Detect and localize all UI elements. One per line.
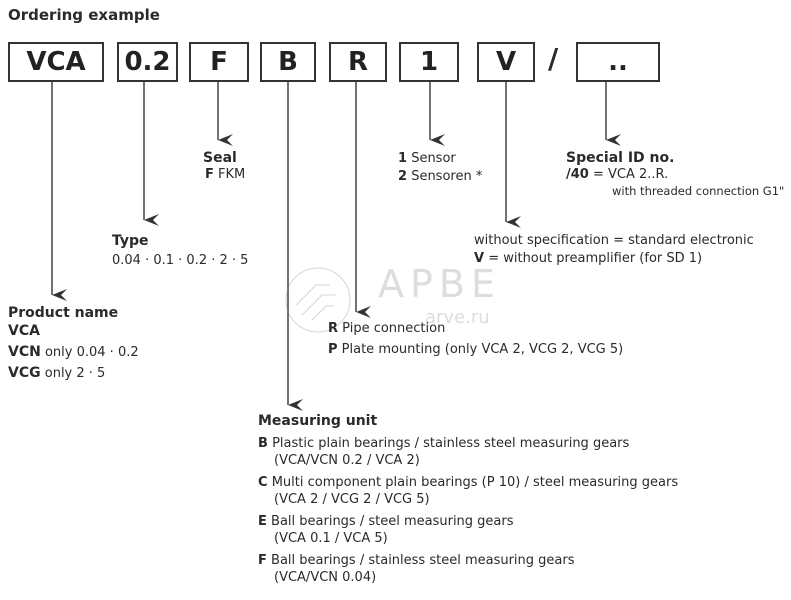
type-heading: Type	[112, 233, 149, 249]
measuring-label: Ball bearings / stainless steel measurin…	[271, 553, 575, 568]
page-title: Ordering example	[8, 6, 160, 24]
seal-section: Seal F FKM	[203, 150, 245, 184]
electronic-code: V	[474, 251, 485, 266]
seal-label: FKM	[218, 167, 246, 182]
product-section: Product name VCA VCN only 0.04 · 0.2 VCG…	[8, 305, 139, 384]
product-code: VCG	[8, 365, 41, 381]
seal-code: F	[205, 167, 214, 182]
connection-label: Pipe connection	[342, 321, 446, 336]
connection-code: R	[328, 321, 339, 336]
product-heading: Product name	[8, 305, 119, 321]
measuring-item: F Ball bearings / stainless steel measur…	[258, 552, 678, 586]
electronic-label: = without preamplifier (for SD 1)	[488, 251, 703, 266]
code-special: ..	[576, 42, 660, 82]
measuring-code: B	[258, 436, 268, 451]
code-product: VCA	[8, 42, 104, 82]
connection-code: P	[328, 342, 338, 357]
sensor-code: 1	[398, 151, 408, 166]
code-measuring: B	[260, 42, 316, 82]
code-connection: R	[329, 42, 387, 82]
special-code: /40	[566, 167, 589, 182]
measuring-label: Ball bearings / steel measuring gears	[271, 514, 514, 529]
special-note: with threaded connection G1"	[612, 184, 785, 198]
sensor-label: Sensor	[411, 151, 456, 166]
code-slash: /	[548, 42, 559, 75]
seal-heading: Seal	[203, 150, 237, 166]
sensor-section: 1 Sensor 2 Sensoren *	[398, 150, 482, 186]
connection-section: R Pipe connection P Plate mounting (only…	[328, 318, 623, 360]
type-section: Type 0.04 · 0.1 · 0.2 · 2 · 5	[112, 233, 248, 270]
measuring-sub: (VCA/VCN 0.2 / VCA 2)	[274, 453, 420, 468]
code-electronic: V	[477, 42, 535, 82]
electronic-section: without specification = standard electro…	[474, 232, 754, 268]
special-heading: Special ID no.	[566, 150, 675, 166]
code-type: 0.2	[117, 42, 178, 82]
measuring-section: Measuring unit B Plastic plain bearings …	[258, 413, 678, 586]
type-values: 0.04 · 0.1 · 0.2 · 2 · 5	[112, 253, 249, 268]
code-sensor: 1	[399, 42, 459, 82]
measuring-label: Multi component plain bearings (P 10) / …	[271, 475, 679, 490]
measuring-label: Plastic plain bearings / stainless steel…	[272, 436, 630, 451]
product-label: only 2 · 5	[44, 366, 106, 381]
watermark-logo	[285, 267, 351, 333]
special-section: Special ID no. /40 = VCA 2..R. with thre…	[566, 150, 784, 198]
measuring-item: B Plastic plain bearings / stainless ste…	[258, 435, 678, 469]
special-label: = VCA 2..R.	[592, 167, 669, 182]
measuring-code: E	[258, 514, 267, 529]
watermark-name: АРВЕ	[378, 262, 501, 306]
sensor-label: Sensoren *	[411, 169, 483, 184]
watermark-url: arve.ru	[425, 307, 490, 328]
measuring-sub: (VCA 2 / VCG 2 / VCG 5)	[274, 492, 430, 507]
measuring-sub: (VCA 0.1 / VCA 5)	[274, 531, 388, 546]
measuring-sub: (VCA/VCN 0.04)	[274, 570, 377, 585]
electronic-default: without specification = standard electro…	[474, 233, 754, 248]
product-code: VCN	[8, 344, 41, 360]
measuring-code: F	[258, 553, 267, 568]
measuring-heading: Measuring unit	[258, 413, 378, 429]
connection-label: Plate mounting (only VCA 2, VCG 2, VCG 5…	[341, 342, 624, 357]
sensor-code: 2	[398, 169, 408, 184]
product-label: only 0.04 · 0.2	[44, 345, 139, 360]
product-code: VCA	[8, 323, 40, 339]
measuring-item: E Ball bearings / steel measuring gears (…	[258, 513, 678, 547]
code-seal: F	[189, 42, 249, 82]
measuring-code: C	[258, 475, 268, 490]
measuring-item: C Multi component plain bearings (P 10) …	[258, 474, 678, 508]
